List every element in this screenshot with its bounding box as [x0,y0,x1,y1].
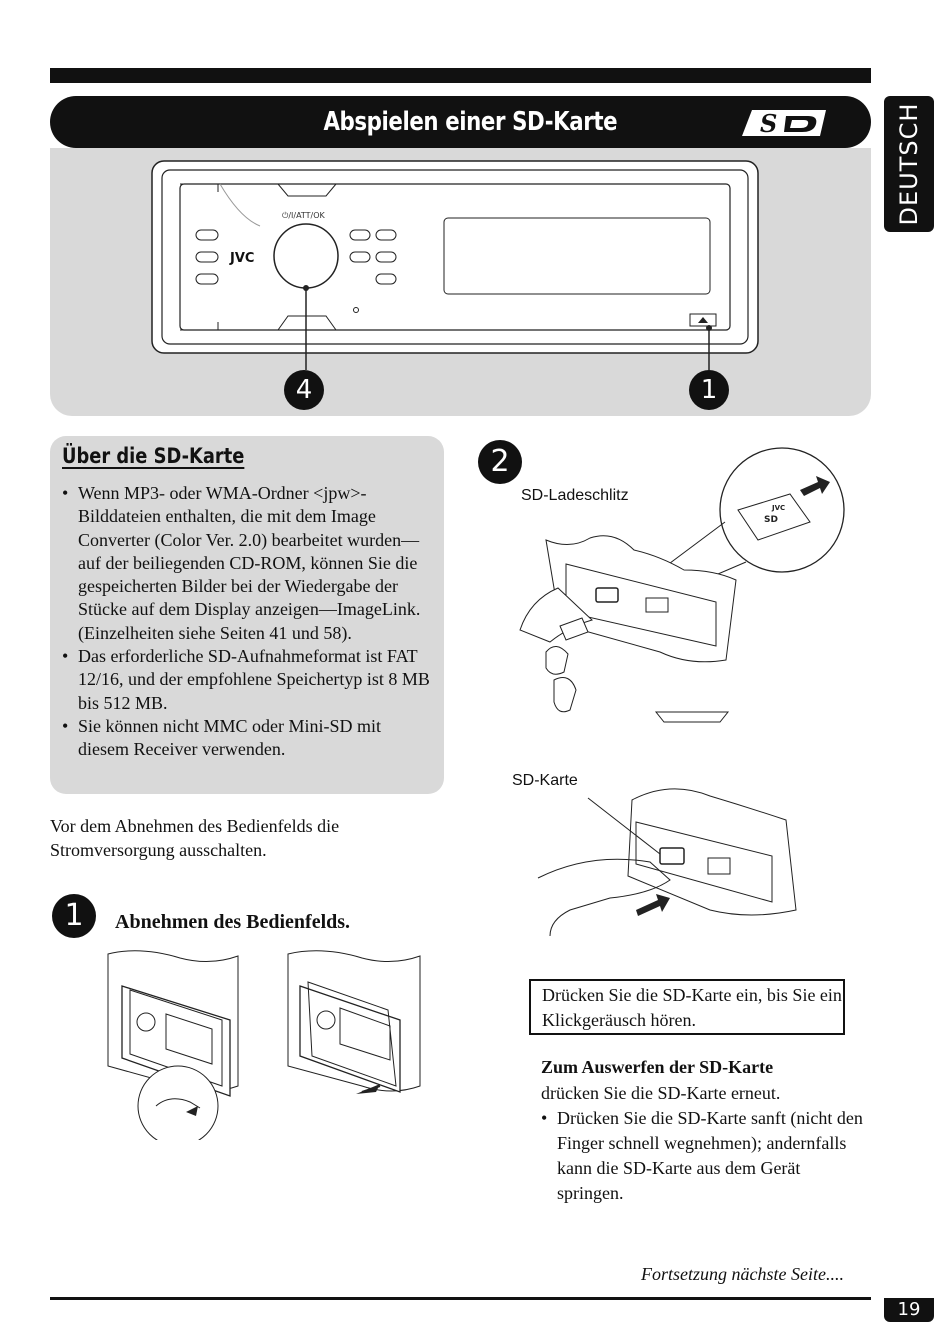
sd-slot-label: SD-Ladeschlitz [521,487,629,504]
list-item: Sie können nicht MMC oder Mini-SD mit di… [62,715,434,762]
top-rule [50,68,871,83]
title-bar [50,96,871,148]
card-brand: JVC [771,504,785,512]
info-bullet-list: Wenn MP3- oder WMA-Ordner <jpw>-Bilddate… [62,482,434,762]
language-tab-label: DEUTSCH [895,102,923,226]
list-item: Das erforderliche SD-Aufnahmeformat ist … [62,645,434,715]
car-receiver-illustration: JVC ⏻/I/ATT/OK [151,160,759,370]
eject-heading: Zum Auswerfen der SD-Karte [541,1057,774,1077]
language-tab [884,96,934,232]
list-item: Drücken Sie die SD-Karte sanft (nicht de… [541,1106,871,1206]
brand-logo: JVC [229,251,254,266]
page-number: 19 [884,1298,934,1322]
bottom-rule [50,1297,871,1300]
power-off-note: Vor dem Abnehmen des Bedienfelds die Str… [50,816,340,860]
svg-text:S: S [760,109,777,138]
continued-note: Fortsetzung nächste Seite.... [641,1264,844,1284]
sd-card-logo-icon: S [742,109,826,138]
list-item: Wenn MP3- oder WMA-Ordner <jpw>-Bilddate… [62,482,434,645]
eject-bullet-list: Drücken Sie die SD-Karte sanft (nicht de… [541,1106,871,1206]
card-logo: SD [764,515,778,525]
step-2-marker: 2 [478,440,522,484]
power-button-label: ⏻/I/ATT/OK [282,211,326,220]
step-1-marker: 1 [52,894,96,938]
sd-card-label: SD-Karte [512,772,578,789]
page-title: Abspielen einer SD-Karte [323,107,618,137]
panel-removal-illustration [107,950,421,1140]
info-box-heading: Über die SD-Karte [62,444,245,468]
sd-card-insertion-illustration: JVC SD [519,447,845,937]
insert-instruction-box: Drücken Sie die SD-Karte ein, bis Sie ei… [529,979,845,1035]
eject-text: drücken Sie die SD-Karte erneut. [541,1083,781,1103]
callout-4-marker: 4 [284,370,324,410]
callout-1-marker: 1 [689,370,729,410]
step-1-label: Abnehmen des Bedienfelds. [115,911,351,933]
